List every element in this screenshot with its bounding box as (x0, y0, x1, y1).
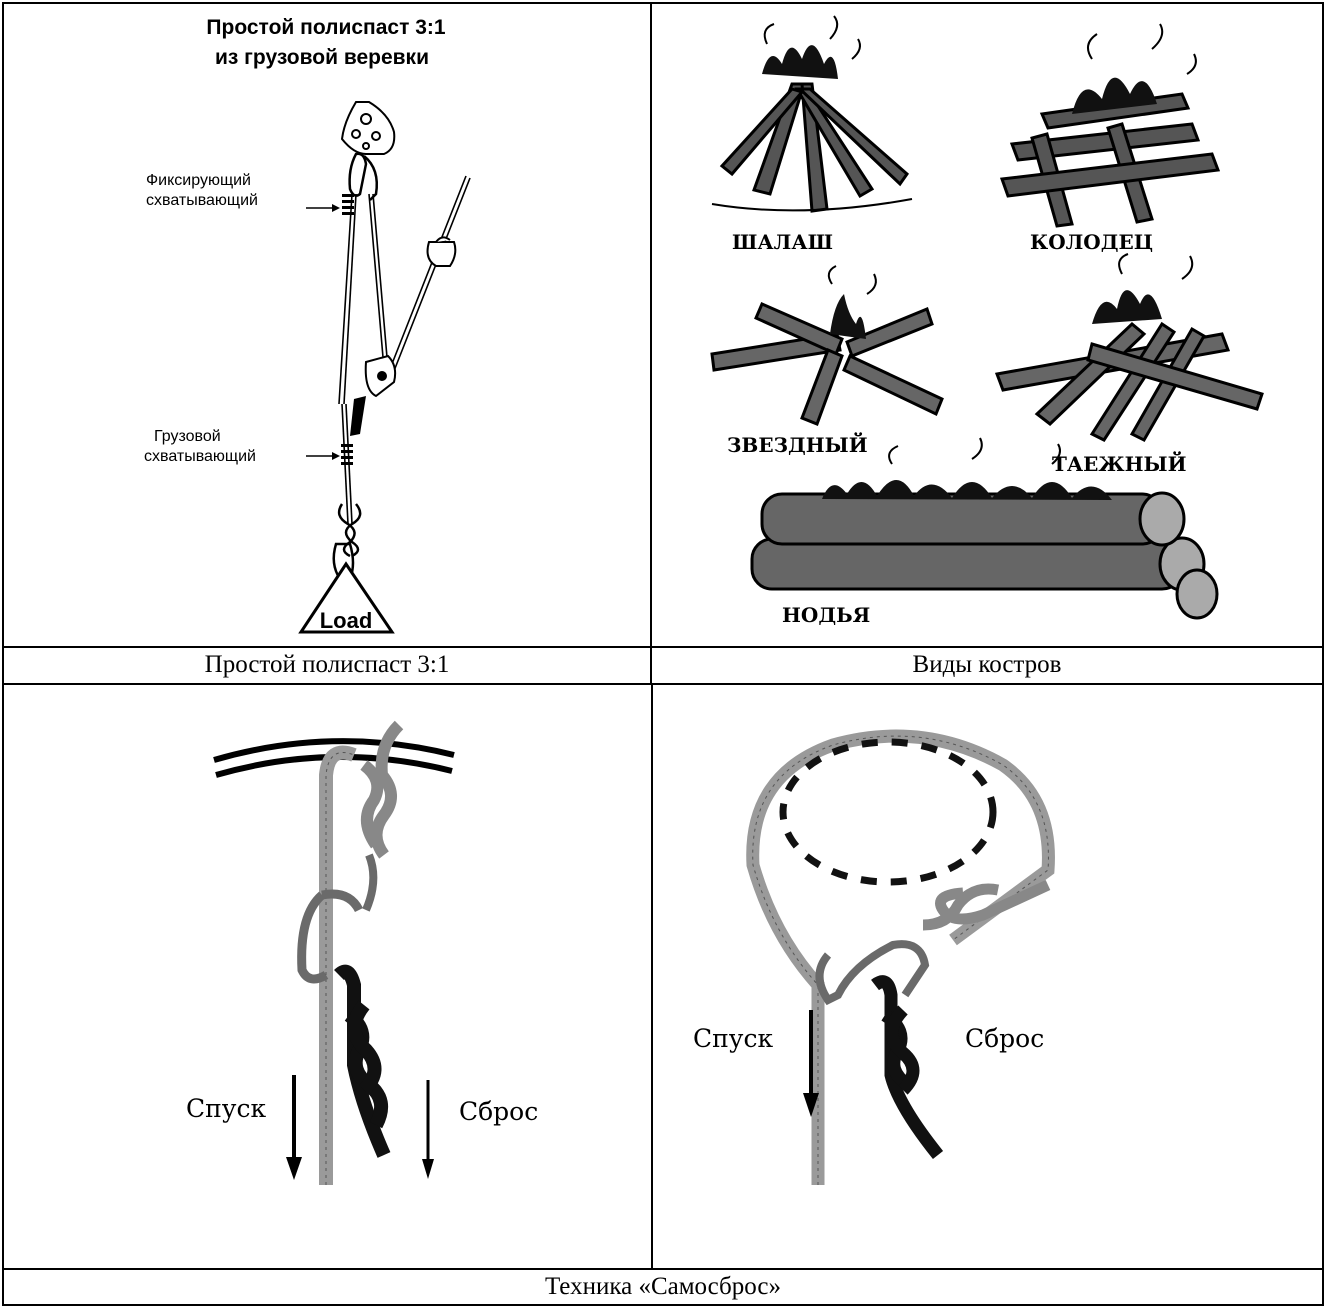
label-load-line2: схватывающий (144, 448, 256, 465)
caption-fires: Виды костров (652, 648, 1322, 682)
arrow-fixing-head (332, 204, 340, 212)
fires-illustration: ШАЛАШ КОЛОДЕЦ ЗВЕЗДНЫЙ (652, 4, 1322, 646)
caption-selfrelease: Техника «Самосброс» (4, 1270, 1322, 1304)
black-rope-right (875, 982, 938, 1155)
selfrelease-right-diagram: Спуск Сброс (653, 685, 1322, 1268)
pulley-title-line1: Простой полиспаст 3:1 (206, 16, 445, 39)
anchor-plate-icon (342, 102, 394, 154)
fire-label-teepee: ШАЛАШ (732, 230, 833, 254)
selfrelease-left-diagram: Спуск Сброс (4, 685, 651, 1268)
label-fixing-line1: Фиксирующий (146, 172, 251, 189)
label-release-right: Сброс (965, 1024, 1044, 1053)
label-fixing-line2: схватывающий (146, 192, 258, 209)
label-descent-left: Спуск (186, 1094, 267, 1123)
arrow-load-head (332, 452, 340, 460)
hand-icon (428, 237, 456, 266)
carabiner-icon (350, 154, 377, 200)
gray-knot-icon-right (923, 885, 1048, 925)
caption-pulley: Простой полиспаст 3:1 (4, 648, 650, 682)
fire-well-icon (1002, 24, 1218, 226)
arrow-descent-left-head (286, 1157, 302, 1180)
black-rope (339, 972, 384, 1155)
fire-star-icon (712, 266, 942, 424)
fire-label-nodya: НОДЬЯ (782, 603, 870, 627)
fire-label-star: ЗВЕЗДНЫЙ (727, 431, 868, 457)
pulley-diagram: Простой полиспаст 3:1 из грузовой веревк… (4, 4, 650, 646)
pulley-ropes (339, 176, 470, 524)
label-load-line1: Грузовой (154, 428, 221, 445)
label-release-left: Сброс (459, 1097, 538, 1126)
pulley-block-icon (366, 356, 395, 396)
gray-loop-rope (753, 736, 1049, 1185)
load-label: Load (320, 608, 373, 633)
table-border-bottom (2, 1304, 1324, 1306)
fire-taiga-icon (997, 254, 1262, 440)
pulley-diagram-cell: Простой полиспаст 3:1 из грузовой веревк… (4, 4, 650, 646)
gray-carabiner-icon-right (820, 944, 926, 1000)
arrow-release-left-head (422, 1159, 434, 1179)
load-triangle-icon: Load (301, 564, 392, 633)
fire-label-well: КОЛОДЕЦ (1030, 230, 1153, 254)
label-descent-right: Спуск (693, 1024, 774, 1053)
dashed-ring (783, 742, 993, 882)
fire-label-taiga: ТАЕЖНЫЙ (1052, 450, 1186, 476)
table-border-right (1322, 2, 1324, 1306)
fires-illustration-cell: ШАЛАШ КОЛОДЕЦ ЗВЕЗДНЫЙ (652, 4, 1322, 646)
selfrelease-right-cell: Спуск Сброс (653, 685, 1322, 1268)
selfrelease-left-cell: Спуск Сброс (4, 685, 651, 1268)
pulley-title-line2: из грузовой веревки (215, 46, 429, 69)
fire-teepee-icon (712, 16, 912, 211)
